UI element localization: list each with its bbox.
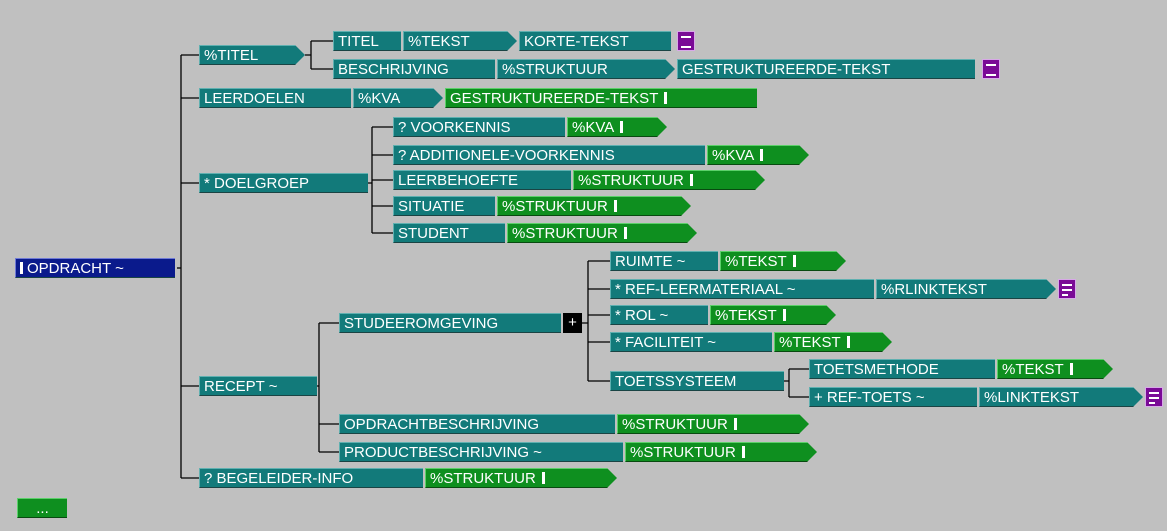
gestruktureerde-tekst-node[interactable]: GESTRUKTUREERDE-TEKST [677, 59, 975, 79]
ref-leermateriaal-rlinktekst-type[interactable]: %RLINKTEKST [876, 279, 1056, 299]
titel-node[interactable]: %TITEL [199, 45, 305, 65]
leerdoelen-node[interactable]: LEERDOELEN [199, 88, 351, 108]
expand-plus-button[interactable]: + [563, 313, 582, 333]
student-struct-label: %STRUKTUUR [512, 225, 618, 242]
begeleider-struct-label: %STRUKTUUR [430, 470, 536, 487]
leerdoelen-gestruktureerde-tekst[interactable]: GESTRUKTUREERDE-TEKST [445, 88, 757, 108]
rol-tekst-type[interactable]: %TEKST [710, 305, 836, 325]
productbeschr-struct-label: %STRUKTUUR [630, 444, 736, 461]
ref-toets-linktekst-type[interactable]: %LINKTEKST [979, 387, 1143, 407]
titel-tekst-type[interactable]: %TEKST [403, 31, 517, 51]
beschrijving-struktuur-type[interactable]: %STRUKTUUR [497, 59, 675, 79]
productbeschrijving-node[interactable]: PRODUCTBESCHRIJVING ~ [339, 442, 623, 462]
faciliteit-tekst-type[interactable]: %TEKST [774, 332, 892, 352]
root-label: OPDRACHT ~ [27, 260, 124, 277]
leerbehoefte-struct-label: %STRUKTUUR [578, 172, 684, 189]
toetsmethode-tekst-type[interactable]: %TEKST [997, 359, 1113, 379]
voorkennis-kva-type[interactable]: %KVA [567, 117, 667, 137]
leerdoelen-gestr-label: GESTRUKTUREERDE-TEKST [450, 90, 659, 107]
ruimte-tekst-label: %TEKST [725, 253, 787, 270]
more-button[interactable]: ... [17, 498, 67, 518]
opdrachtbeschr-struct-label: %STRUKTUUR [622, 416, 728, 433]
doelgroep-node[interactable]: * DOELGROEP [199, 173, 368, 193]
link-text-icon[interactable] [1145, 387, 1163, 407]
situatie-node[interactable]: SITUATIE [393, 196, 495, 216]
toetssysteem-node[interactable]: TOETSSYSTEEM [610, 371, 784, 391]
rol-node[interactable]: * ROL ~ [610, 305, 708, 325]
text-block-icon[interactable] [677, 31, 695, 51]
rol-tekst-label: %TEKST [715, 307, 777, 324]
ref-toets-node[interactable]: + REF-TOETS ~ [809, 387, 977, 407]
additionele-voorkennis-node[interactable]: ? ADDITIONELE-VOORKENNIS [393, 145, 705, 165]
studeeromgeving-node[interactable]: STUDEEROMGEVING [339, 313, 561, 333]
leerbehoefte-node[interactable]: LEERBEHOEFTE [393, 170, 571, 190]
faciliteit-tekst-label: %TEKST [779, 334, 841, 351]
leerbehoefte-struktuur-type[interactable]: %STRUKTUUR [573, 170, 765, 190]
beschrijving-node[interactable]: BESCHRIJVING [333, 59, 495, 79]
toetsmethode-node[interactable]: TOETSMETHODE [809, 359, 995, 379]
productbeschrijving-struktuur-type[interactable]: %STRUKTUUR [625, 442, 817, 462]
additionele-voorkennis-kva-type[interactable]: %KVA [707, 145, 809, 165]
student-node[interactable]: STUDENT [393, 223, 505, 243]
titel-element-node[interactable]: TITEL [333, 31, 401, 51]
opdrachtbeschrijving-struktuur-type[interactable]: %STRUKTUUR [617, 414, 809, 434]
student-struktuur-type[interactable]: %STRUKTUUR [507, 223, 697, 243]
leerdoelen-kva-type[interactable]: %KVA [353, 88, 443, 108]
faciliteit-node[interactable]: * FACILITEIT ~ [610, 332, 772, 352]
voorkennis-kva-label: %KVA [572, 119, 615, 136]
ruimte-node[interactable]: RUIMTE ~ [610, 251, 718, 271]
begeleider-info-struktuur-type[interactable]: %STRUKTUUR [425, 468, 617, 488]
ref-leermateriaal-node[interactable]: * REF-LEERMATERIAAL ~ [610, 279, 874, 299]
situatie-struct-label: %STRUKTUUR [502, 198, 608, 215]
recept-node[interactable]: RECEPT ~ [199, 376, 317, 396]
voorkennis-node[interactable]: ? VOORKENNIS [393, 117, 565, 137]
opdrachtbeschrijving-node[interactable]: OPDRACHTBESCHRIJVING [339, 414, 615, 434]
text-block-icon[interactable] [982, 59, 1000, 79]
situatie-struktuur-type[interactable]: %STRUKTUUR [497, 196, 691, 216]
link-text-icon[interactable] [1058, 279, 1076, 299]
korte-tekst-node[interactable]: KORTE-TEKST [519, 31, 671, 51]
ruimte-tekst-type[interactable]: %TEKST [720, 251, 846, 271]
root-node[interactable]: OPDRACHT ~ [15, 258, 175, 278]
begeleider-info-node[interactable]: ? BEGELEIDER-INFO [199, 468, 423, 488]
addvoorkennis-kva-label: %KVA [712, 147, 755, 164]
toetsmethode-tekst-label: %TEKST [1002, 361, 1064, 378]
